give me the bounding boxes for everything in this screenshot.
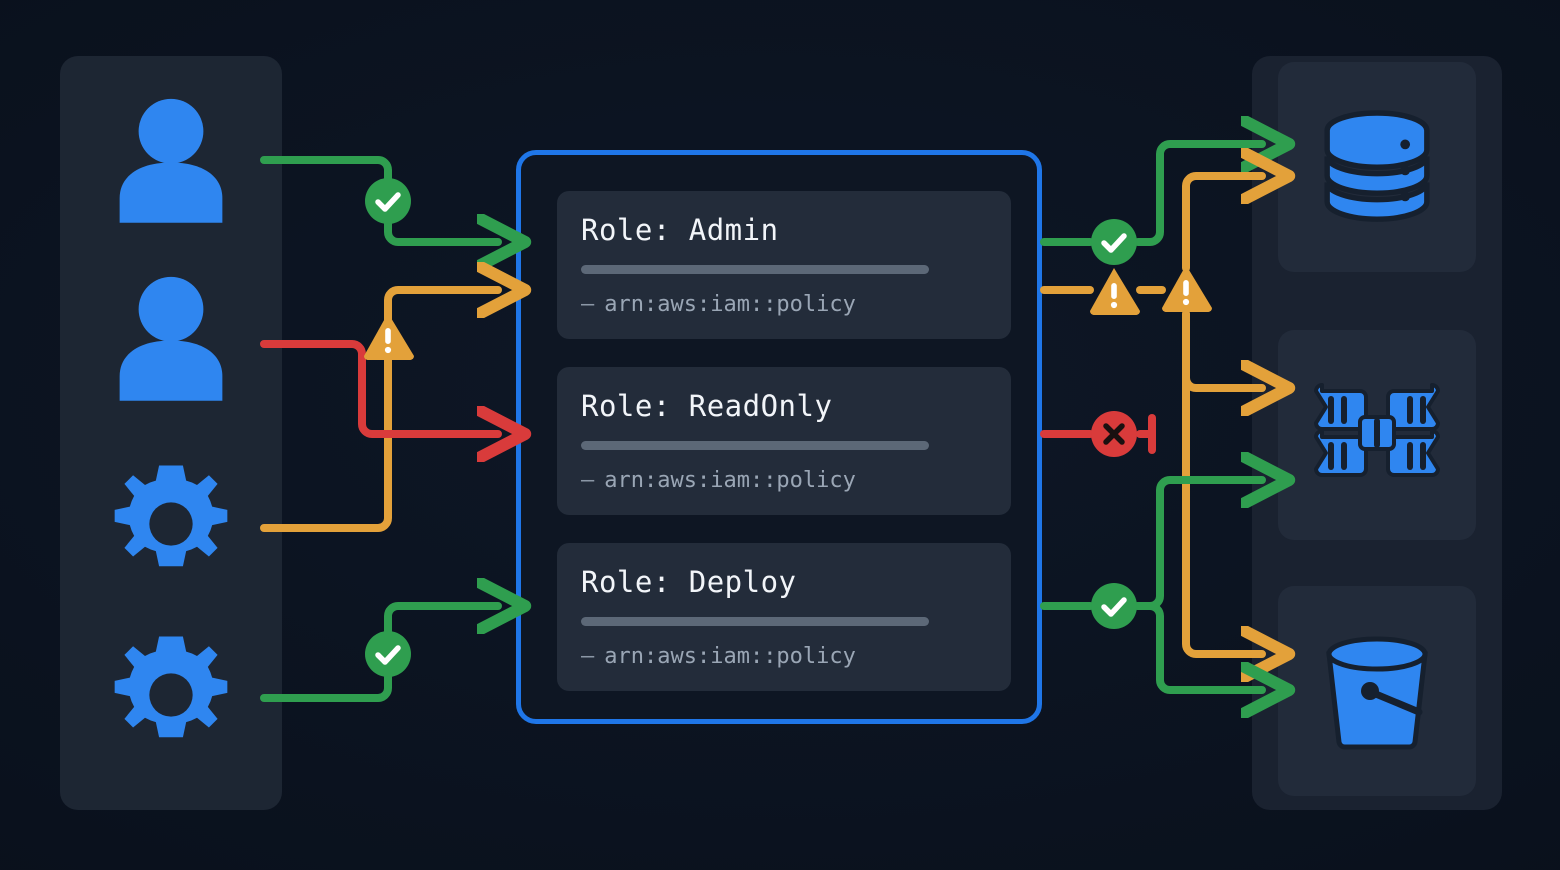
resource-cluster[interactable] xyxy=(1278,330,1476,540)
role-progress-bar xyxy=(581,441,929,450)
role-card[interactable]: Role: ReadOnly — arn:aws:iam::policy xyxy=(557,367,1011,515)
gear-icon xyxy=(106,630,236,765)
principal-service-2[interactable] xyxy=(104,630,238,764)
denied-readonly-cluster[interactable] xyxy=(1091,411,1137,457)
user-icon xyxy=(104,91,238,230)
principal-user-2[interactable] xyxy=(104,271,238,405)
role-progress-bar xyxy=(581,265,929,274)
role-arn: — arn:aws:iam::policy xyxy=(581,292,987,317)
role-progress-bar xyxy=(581,617,929,626)
principal-service-1[interactable] xyxy=(104,459,238,593)
allow-check-deploy-out[interactable] xyxy=(1091,583,1137,629)
warning-role-admin-out[interactable] xyxy=(1086,265,1142,315)
role-arn: — arn:aws:iam::policy xyxy=(581,644,987,669)
resource-bucket[interactable] xyxy=(1278,586,1476,796)
role-title: Role: ReadOnly xyxy=(581,389,833,423)
allow-check-database[interactable] xyxy=(1091,219,1137,265)
allow-check-service-2[interactable] xyxy=(365,631,411,677)
allow-check-user-1[interactable] xyxy=(365,178,411,224)
arn-text: arn:aws:iam::policy xyxy=(604,292,856,317)
database-icon xyxy=(1312,100,1442,235)
arn-dash: — xyxy=(581,468,595,493)
role-card[interactable]: Role: Admin — arn:aws:iam::policy xyxy=(557,191,1011,339)
bucket-icon xyxy=(1313,628,1441,755)
arn-text: arn:aws:iam::policy xyxy=(604,468,856,493)
role-title: Role: Admin xyxy=(581,213,779,247)
user-icon xyxy=(104,269,238,408)
arn-text: arn:aws:iam::policy xyxy=(604,644,856,669)
role-arn: — arn:aws:iam::policy xyxy=(581,468,987,493)
warning-service-1[interactable] xyxy=(360,310,416,360)
arn-dash: — xyxy=(581,292,595,317)
cluster-icon xyxy=(1314,377,1440,494)
gear-icon xyxy=(106,459,236,594)
principal-user-1[interactable] xyxy=(104,93,238,227)
warning-resource-fanout[interactable] xyxy=(1158,262,1214,312)
arn-dash: — xyxy=(581,644,595,669)
resource-database[interactable] xyxy=(1278,62,1476,272)
role-title: Role: Deploy xyxy=(581,565,797,599)
role-card[interactable]: Role: Deploy — arn:aws:iam::policy xyxy=(557,543,1011,691)
roles-panel: Role: Admin —arn:aws:iam::policy Role: R… xyxy=(516,150,1042,724)
